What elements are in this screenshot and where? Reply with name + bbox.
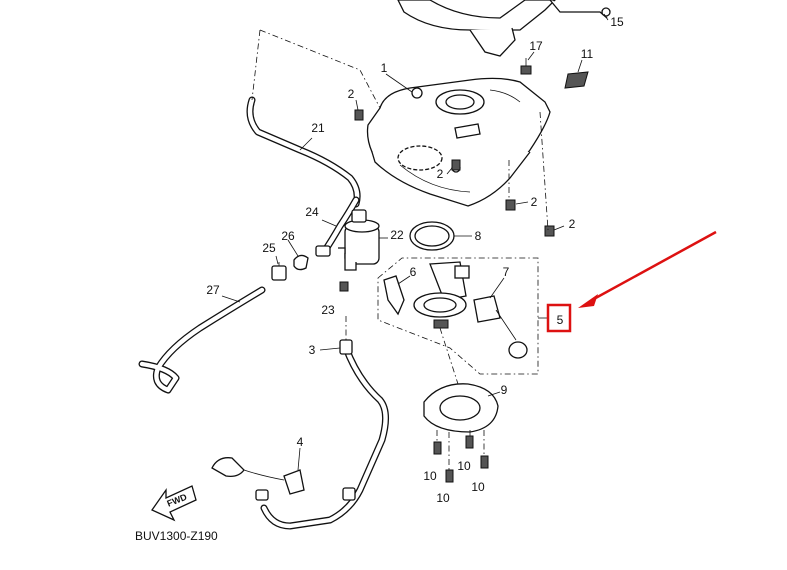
callout-22[interactable]: 22 xyxy=(390,228,404,242)
pad-part-11 xyxy=(564,71,589,89)
callout-2-a[interactable]: 2 xyxy=(348,87,355,101)
fuel-pump-body xyxy=(413,261,470,329)
pump-part-6 xyxy=(383,275,405,316)
frame-bracket xyxy=(397,0,611,57)
callout-2-b[interactable]: 2 xyxy=(437,167,444,181)
callout-24[interactable]: 24 xyxy=(305,205,319,219)
bolt-part-23 xyxy=(339,281,349,292)
red-arrow-annotation xyxy=(578,230,717,308)
leader-lines xyxy=(221,13,609,471)
plate-part-9 xyxy=(423,383,499,433)
red-arrow-head xyxy=(578,294,598,308)
plate-bolts-part-10 xyxy=(433,435,489,483)
callout-10-c[interactable]: 10 xyxy=(436,491,450,505)
callout-4[interactable]: 4 xyxy=(297,435,304,449)
callout-labels: 1 2 2 2 2 3 4 6 7 8 9 10 10 10 10 11 15 … xyxy=(206,15,624,505)
callout-8[interactable]: 8 xyxy=(475,229,482,243)
bolt-part-17 xyxy=(520,58,532,75)
hose-part-27 xyxy=(138,286,266,394)
callout-15[interactable]: 15 xyxy=(610,15,624,29)
callout-27[interactable]: 27 xyxy=(206,283,220,297)
callout-26[interactable]: 26 xyxy=(281,229,295,243)
fuel-tank xyxy=(366,77,551,207)
fitting-part-25 xyxy=(271,262,287,281)
diagram-code: BUV1300-Z190 xyxy=(135,529,218,543)
gasket-part-8 xyxy=(409,221,455,251)
callout-11[interactable]: 11 xyxy=(581,47,594,61)
callout-10-b[interactable]: 10 xyxy=(457,459,471,473)
callout-25[interactable]: 25 xyxy=(262,241,276,255)
callout-2-d[interactable]: 2 xyxy=(569,217,576,231)
callout-2-c[interactable]: 2 xyxy=(531,195,538,209)
callout-10-d[interactable]: 10 xyxy=(471,480,485,494)
callout-21[interactable]: 21 xyxy=(311,121,325,135)
callout-6[interactable]: 6 xyxy=(410,265,417,279)
red-arrow-line xyxy=(591,230,717,302)
connector-part-4 xyxy=(211,457,305,495)
fwd-arrow-icon: FWD xyxy=(151,485,197,522)
callout-9[interactable]: 9 xyxy=(501,383,508,397)
callout-10-a[interactable]: 10 xyxy=(423,469,437,483)
callout-1[interactable]: 1 xyxy=(381,61,388,75)
callout-23[interactable]: 23 xyxy=(321,303,335,317)
clamp-part-26 xyxy=(293,254,309,271)
callout-5[interactable]: 5 xyxy=(557,313,564,327)
sender-part-7 xyxy=(473,295,528,359)
highlight-box xyxy=(546,303,572,333)
callout-17[interactable]: 17 xyxy=(529,39,543,53)
fuel-pump-assembly-box xyxy=(377,257,548,375)
fuel-line-part-3 xyxy=(255,339,389,530)
tank-bolts-part-2 xyxy=(354,109,555,237)
highlighted-callout-5[interactable]: 5 xyxy=(546,303,572,333)
callout-3[interactable]: 3 xyxy=(309,343,316,357)
filter-part-22 xyxy=(338,209,380,271)
hose-part-24 xyxy=(315,196,360,257)
breather-hose-part-21 xyxy=(246,96,361,208)
callout-7[interactable]: 7 xyxy=(503,265,510,279)
